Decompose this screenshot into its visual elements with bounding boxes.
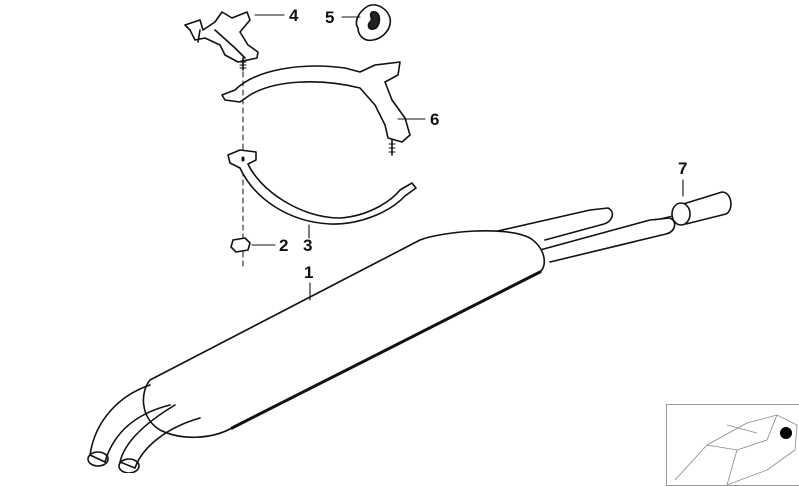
lower-clamp-strap-part[interactable] bbox=[227, 149, 417, 225]
hex-nut-part[interactable] bbox=[230, 237, 251, 253]
callout-4[interactable]: 4 bbox=[289, 6, 299, 25]
upper-clamp-strap-part[interactable] bbox=[221, 61, 411, 156]
callout-2[interactable]: 2 bbox=[279, 236, 289, 255]
mounting-bracket-part[interactable] bbox=[184, 11, 259, 71]
callout-5[interactable]: 5 bbox=[325, 8, 335, 27]
callout-6[interactable]: 6 bbox=[430, 110, 440, 129]
car-outline-icon bbox=[674, 414, 798, 485]
callout-7[interactable]: 7 bbox=[678, 159, 688, 178]
parts-drawing bbox=[87, 4, 732, 473]
callout-3[interactable]: 3 bbox=[303, 236, 313, 255]
connecting-sleeve-part[interactable] bbox=[654, 191, 732, 226]
rear-muffler-part[interactable] bbox=[87, 207, 676, 473]
location-marker-icon bbox=[780, 427, 792, 439]
callout-1[interactable]: 1 bbox=[304, 263, 314, 282]
car-locator-thumbnail bbox=[666, 404, 799, 486]
rubber-mount-part[interactable] bbox=[355, 4, 392, 42]
